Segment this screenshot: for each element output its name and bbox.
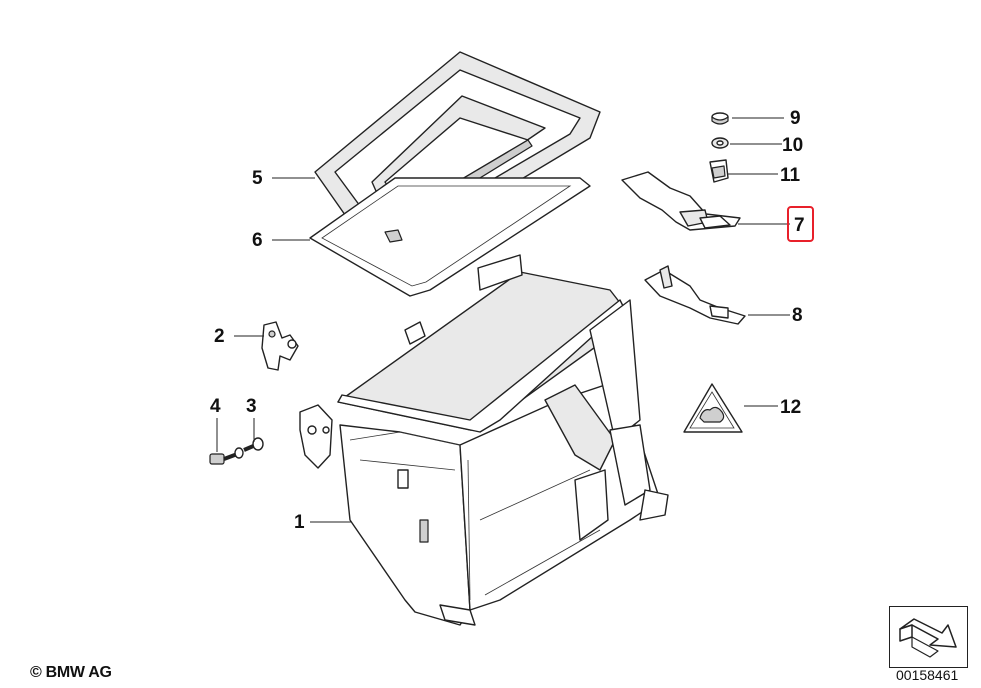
- copyright-notice: © BMW AG: [30, 664, 112, 681]
- callout-12[interactable]: 12: [780, 397, 801, 418]
- part-12-warning-sticker[interactable]: [683, 383, 743, 433]
- leader-lines: [216, 117, 790, 523]
- callout-10[interactable]: 10: [782, 135, 803, 156]
- callout-5[interactable]: 5: [252, 168, 263, 189]
- callout-7-highlight-box: [787, 206, 814, 242]
- part-4-bolt[interactable]: [209, 447, 244, 465]
- next-diagram-arrow-icon[interactable]: [889, 606, 968, 668]
- part-7-bracket-plate[interactable]: [621, 171, 741, 231]
- callout-4[interactable]: 4: [210, 396, 221, 417]
- callout-11[interactable]: 11: [780, 165, 801, 186]
- part-10-washer[interactable]: [711, 137, 729, 149]
- callout-2[interactable]: 2: [214, 326, 225, 347]
- part-3-screw[interactable]: [243, 437, 264, 452]
- diagram-code: 00158461: [896, 667, 959, 683]
- part-6-gasket[interactable]: [309, 177, 591, 297]
- callout-7[interactable]: 7: [794, 215, 805, 236]
- arrow-icon: [899, 618, 957, 658]
- callout-1[interactable]: 1: [294, 512, 305, 533]
- callout-8[interactable]: 8: [792, 305, 803, 326]
- part-2-bracket[interactable]: [261, 321, 299, 371]
- part-9-nut[interactable]: [711, 112, 729, 125]
- callout-6[interactable]: 6: [252, 230, 263, 251]
- callout-labels: 1 2 3 4 5 6 7 8 9 10 11 12: [210, 108, 814, 533]
- part-11-clip[interactable]: [709, 159, 729, 183]
- part-8-bracket-plate[interactable]: [644, 265, 746, 325]
- callout-3[interactable]: 3: [246, 396, 257, 417]
- part-1-console-box[interactable]: [299, 254, 669, 626]
- callout-9[interactable]: 9: [790, 108, 801, 129]
